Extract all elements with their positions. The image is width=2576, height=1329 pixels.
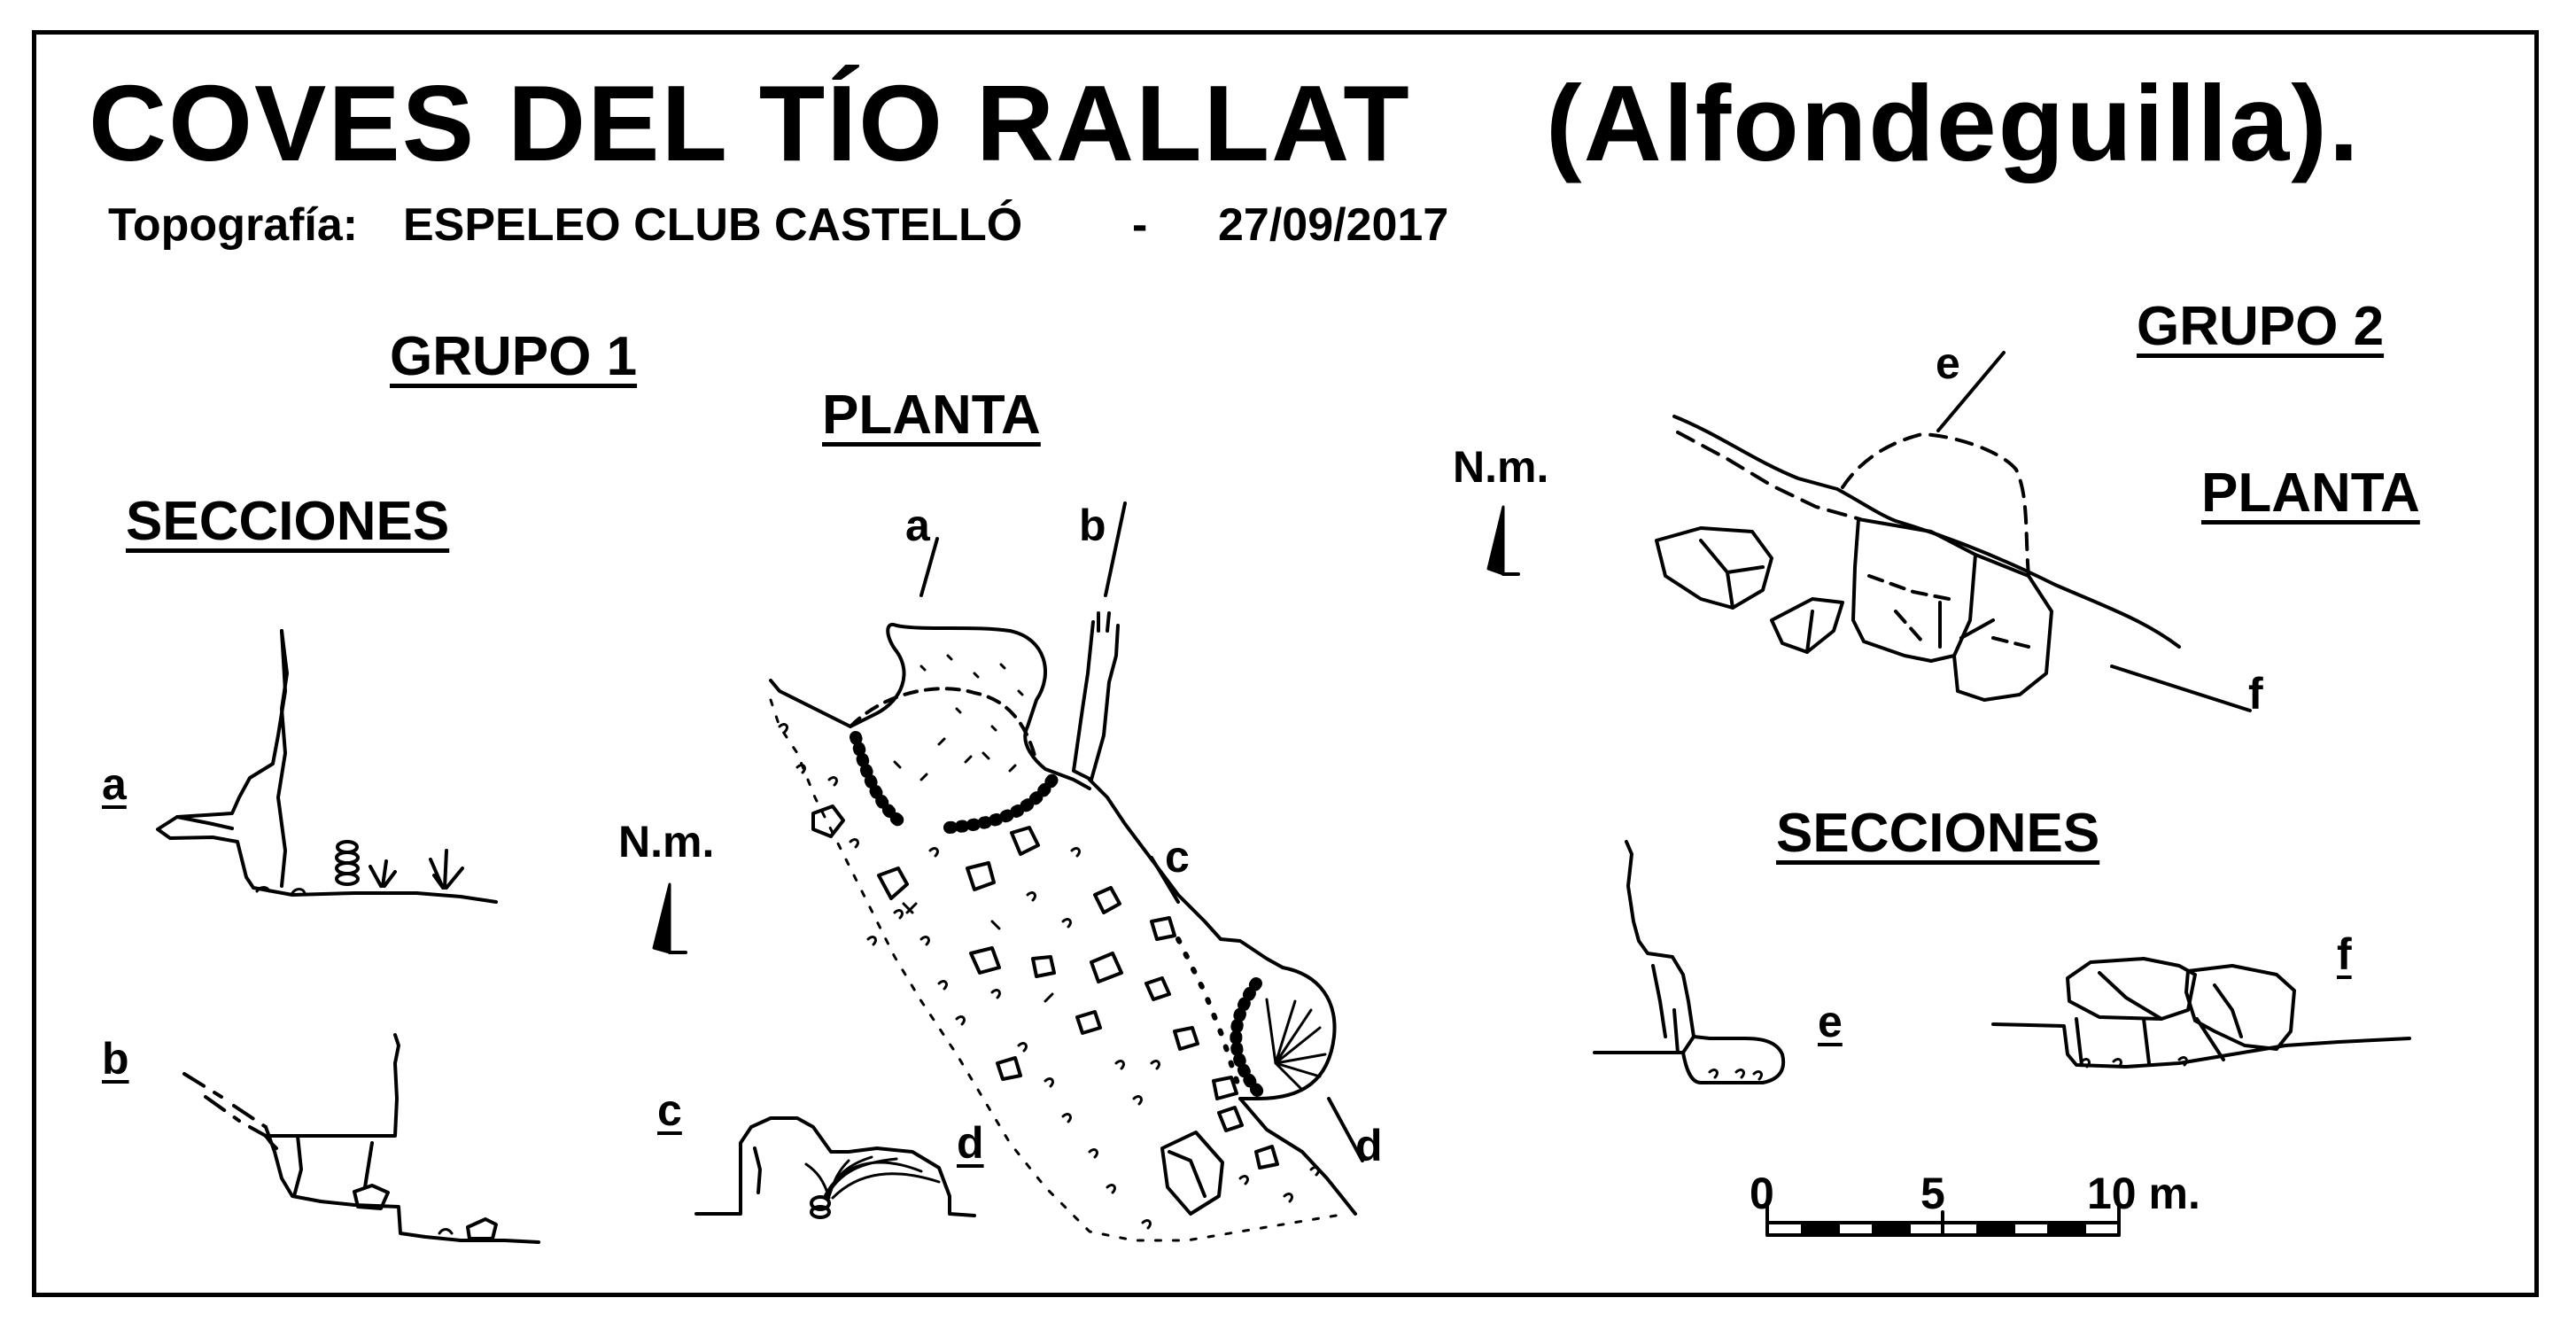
plant-icon (369, 849, 464, 890)
grupo2-plan-title: PLANTA (2201, 462, 2420, 524)
club-name: ESPELEO CLUB CASTELLÓ (403, 199, 1023, 251)
scale-tick-10: 10 m. (2087, 1169, 2200, 1218)
map-frame (32, 30, 2539, 1297)
plan-c-label: c (1165, 832, 1190, 882)
section-cd-drawing (694, 1116, 976, 1219)
section-f-drawing (1991, 957, 2411, 1069)
plan-a-label: a (905, 501, 930, 550)
grupo2-title: GRUPO 2 (2137, 296, 2385, 357)
column-stack-icon (335, 840, 360, 886)
scale-tick-5: 5 (1920, 1169, 1945, 1218)
topography-label: Topografía: (108, 199, 359, 251)
grupo2-sections-title: SECCIONES (1776, 803, 2100, 864)
section-d-label: d (957, 1118, 984, 1168)
section-a-label: a (102, 759, 127, 809)
section-a-drawing (156, 629, 498, 904)
scale-tick-0: 0 (1750, 1169, 1774, 1218)
grupo1-sections-title: SECCIONES (126, 491, 450, 552)
grupo2-north-arrow (1486, 505, 1520, 576)
scale-bar (1765, 1203, 2121, 1237)
section-e-label: e (1818, 997, 1843, 1046)
section-b-label: b (102, 1034, 129, 1084)
section-b-drawing (182, 1033, 540, 1244)
survey-title: COVES DEL TÍO RALLAT (89, 63, 1411, 183)
plan-d-label: d (1355, 1121, 1383, 1170)
plan-f-label: f (2248, 669, 2263, 719)
plan-b-label: b (1079, 501, 1106, 550)
section-c-label: c (657, 1085, 682, 1135)
grupo1-plan-drawing (769, 501, 1364, 1242)
date-separator: - (1132, 199, 1148, 251)
survey-date: 27/09/2017 (1218, 199, 1449, 251)
plan-e-label: e (1936, 338, 1960, 388)
grupo1-title: GRUPO 1 (390, 326, 638, 387)
grupo1-north-label: N.m. (618, 817, 715, 867)
section-f-label: f (2337, 929, 2352, 979)
location-title: (Alfondeguilla). (1546, 63, 2361, 183)
section-e-drawing (1593, 840, 1786, 1084)
grupo1-north-arrow (652, 882, 687, 954)
grupo1-plan-title: PLANTA (822, 385, 1041, 446)
grupo2-plan-drawing (1655, 351, 2252, 712)
grupo2-north-label: N.m. (1453, 442, 1549, 492)
